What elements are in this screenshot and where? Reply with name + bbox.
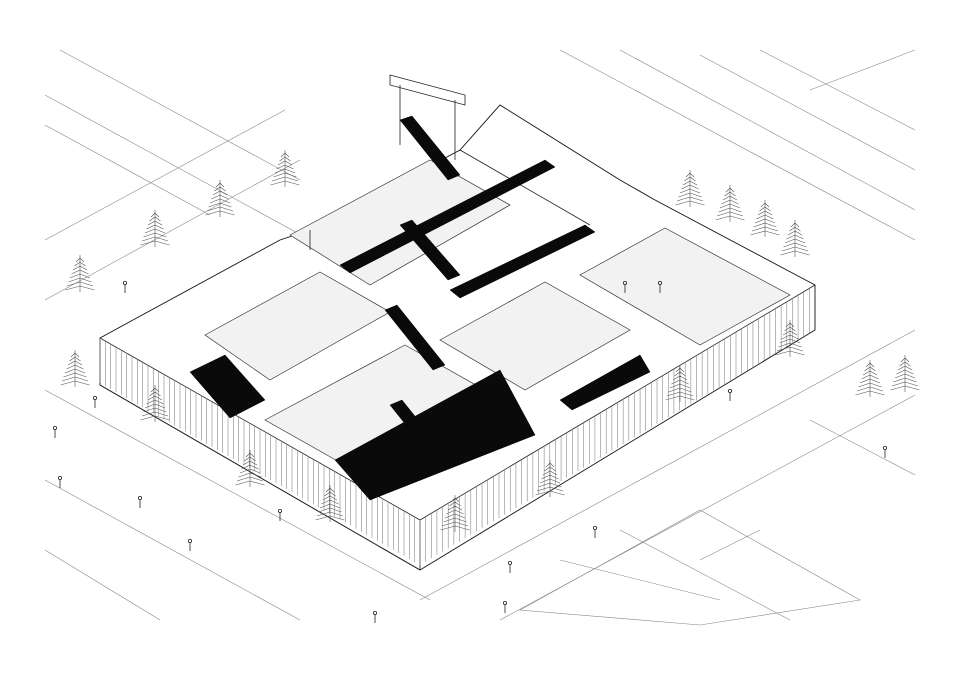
person-icon — [123, 280, 128, 293]
person-icon — [883, 445, 888, 458]
tree-icon — [65, 255, 95, 292]
person-icon — [728, 388, 733, 401]
stair-3 — [384, 304, 446, 371]
tree-icon — [205, 180, 235, 217]
site-streets — [44, 49, 916, 626]
tree-icon — [140, 210, 170, 247]
walkways — [189, 115, 651, 501]
courtyard-north — [289, 159, 511, 286]
tree-icon — [440, 495, 470, 532]
person-icon — [502, 601, 507, 613]
tree-icon — [60, 350, 90, 387]
tree-icon — [675, 170, 705, 207]
stair-2 — [399, 219, 461, 281]
tree-icon — [235, 450, 265, 487]
person-icon — [593, 526, 598, 538]
person-icon — [658, 280, 663, 293]
person-icon — [53, 425, 58, 438]
person-icon — [372, 611, 377, 623]
tree-icon — [855, 360, 885, 397]
stair-4 — [389, 399, 451, 466]
sports-court — [579, 227, 791, 346]
trees — [60, 150, 920, 532]
tree-icon — [665, 365, 695, 402]
person-icon — [58, 475, 63, 488]
building-complex — [99, 74, 816, 571]
tree-icon — [270, 150, 300, 187]
people — [53, 280, 888, 623]
walkway-south — [334, 369, 536, 501]
tree-icon — [535, 460, 565, 497]
walkway-west — [189, 354, 266, 419]
person-icon — [277, 508, 282, 521]
tree-icon — [715, 185, 745, 222]
tree-icon — [315, 485, 345, 522]
tree-icon — [775, 320, 805, 357]
tree-icon — [140, 385, 170, 422]
person-icon — [623, 280, 628, 293]
stair-1 — [399, 115, 461, 181]
person-icon — [137, 495, 142, 508]
person-icon — [507, 561, 512, 573]
walkway-north — [339, 159, 556, 274]
tree-icon — [780, 220, 810, 257]
walkway-center — [449, 224, 596, 299]
tree-icon — [750, 200, 780, 237]
walkway-east — [559, 354, 651, 411]
tree-icon — [890, 355, 920, 392]
person-icon — [93, 395, 98, 408]
person-icon — [187, 539, 192, 551]
